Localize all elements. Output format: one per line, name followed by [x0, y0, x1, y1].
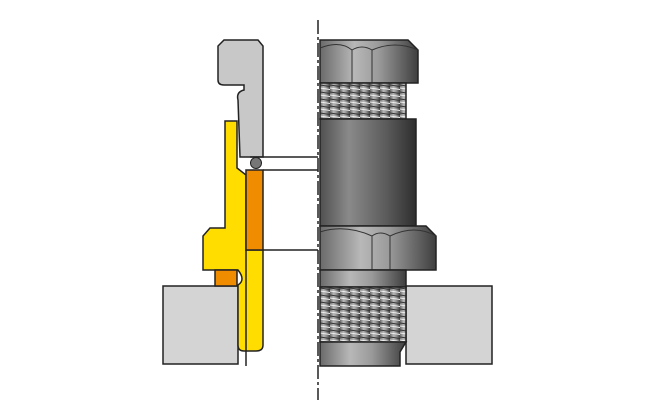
lower-thread: [319, 286, 407, 343]
cap-section: [217, 39, 264, 158]
seal-insert: [245, 169, 264, 251]
lower-nut: [319, 225, 437, 271]
o-ring-ball: [250, 157, 262, 169]
cylinder-body: [319, 118, 417, 227]
clamp-body: [202, 120, 264, 352]
lower-base: [319, 341, 408, 367]
upper-thread: [319, 82, 407, 120]
wall-panel-right: [405, 285, 493, 365]
washer: [214, 269, 238, 287]
top-nut: [319, 39, 419, 84]
lower-neck: [319, 269, 407, 288]
nut-chamfer: [319, 44, 419, 51]
wall-panel-left: [162, 285, 239, 365]
nut-chamfer: [319, 228, 437, 237]
